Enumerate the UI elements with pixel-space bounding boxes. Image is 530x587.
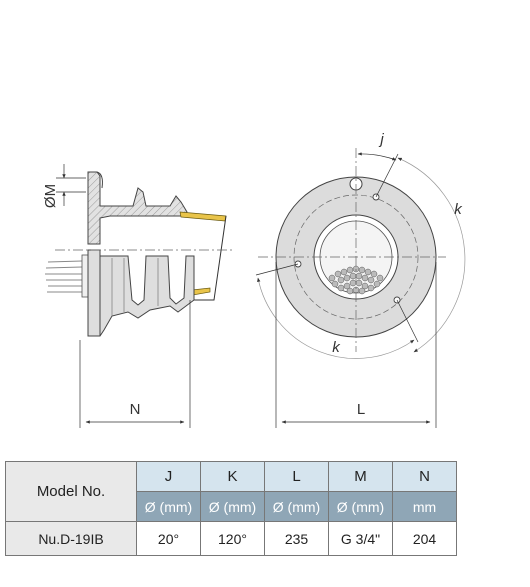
col-m-header: M [328,461,393,492]
sleeve [194,215,227,301]
dim-n-label: N [130,401,141,418]
dim-m-line [56,164,86,206]
col-k-value: 120° [200,521,265,556]
upper-section [87,171,188,245]
col-j-unit: Ø (mm) [136,491,201,522]
front-view: j k k L [255,131,466,428]
dim-l-label: L [357,401,365,418]
model-header: Model No. [5,461,137,522]
dim-k-upper-label: k [454,201,463,218]
model-value: Nu.D-19IB [5,521,137,556]
col-k-unit: Ø (mm) [200,491,265,522]
dim-k-upper-arc [397,157,466,353]
col-l-header: L [264,461,329,492]
spec-table: Model No. J K L M N Ø (mm) Ø (mm) Ø (mm)… [5,461,457,556]
col-j-header: J [136,461,201,492]
dim-l-line [275,262,437,428]
col-n-unit: mm [392,491,457,522]
gasket-strip [179,211,227,222]
dim-j-line [357,152,399,198]
dim-j-label: j [378,131,384,148]
col-n-value: 204 [392,521,457,556]
col-m-value: G 3/4" [328,521,393,556]
dim-k-lower-arc [257,277,415,359]
col-m-unit: Ø (mm) [328,491,393,522]
col-k-header: K [200,461,265,492]
dim-k-lower-label: k [332,339,341,356]
technical-drawing: ØM N [42,131,466,428]
cable-strands [45,260,83,293]
lower-body [87,249,195,337]
dim-n-line [79,300,191,428]
dim-m-label: ØM [42,184,59,208]
col-j-value: 20° [136,521,201,556]
side-view: ØM N [42,164,232,428]
col-n-header: N [392,461,457,492]
col-l-value: 235 [264,521,329,556]
col-l-unit: Ø (mm) [264,491,329,522]
